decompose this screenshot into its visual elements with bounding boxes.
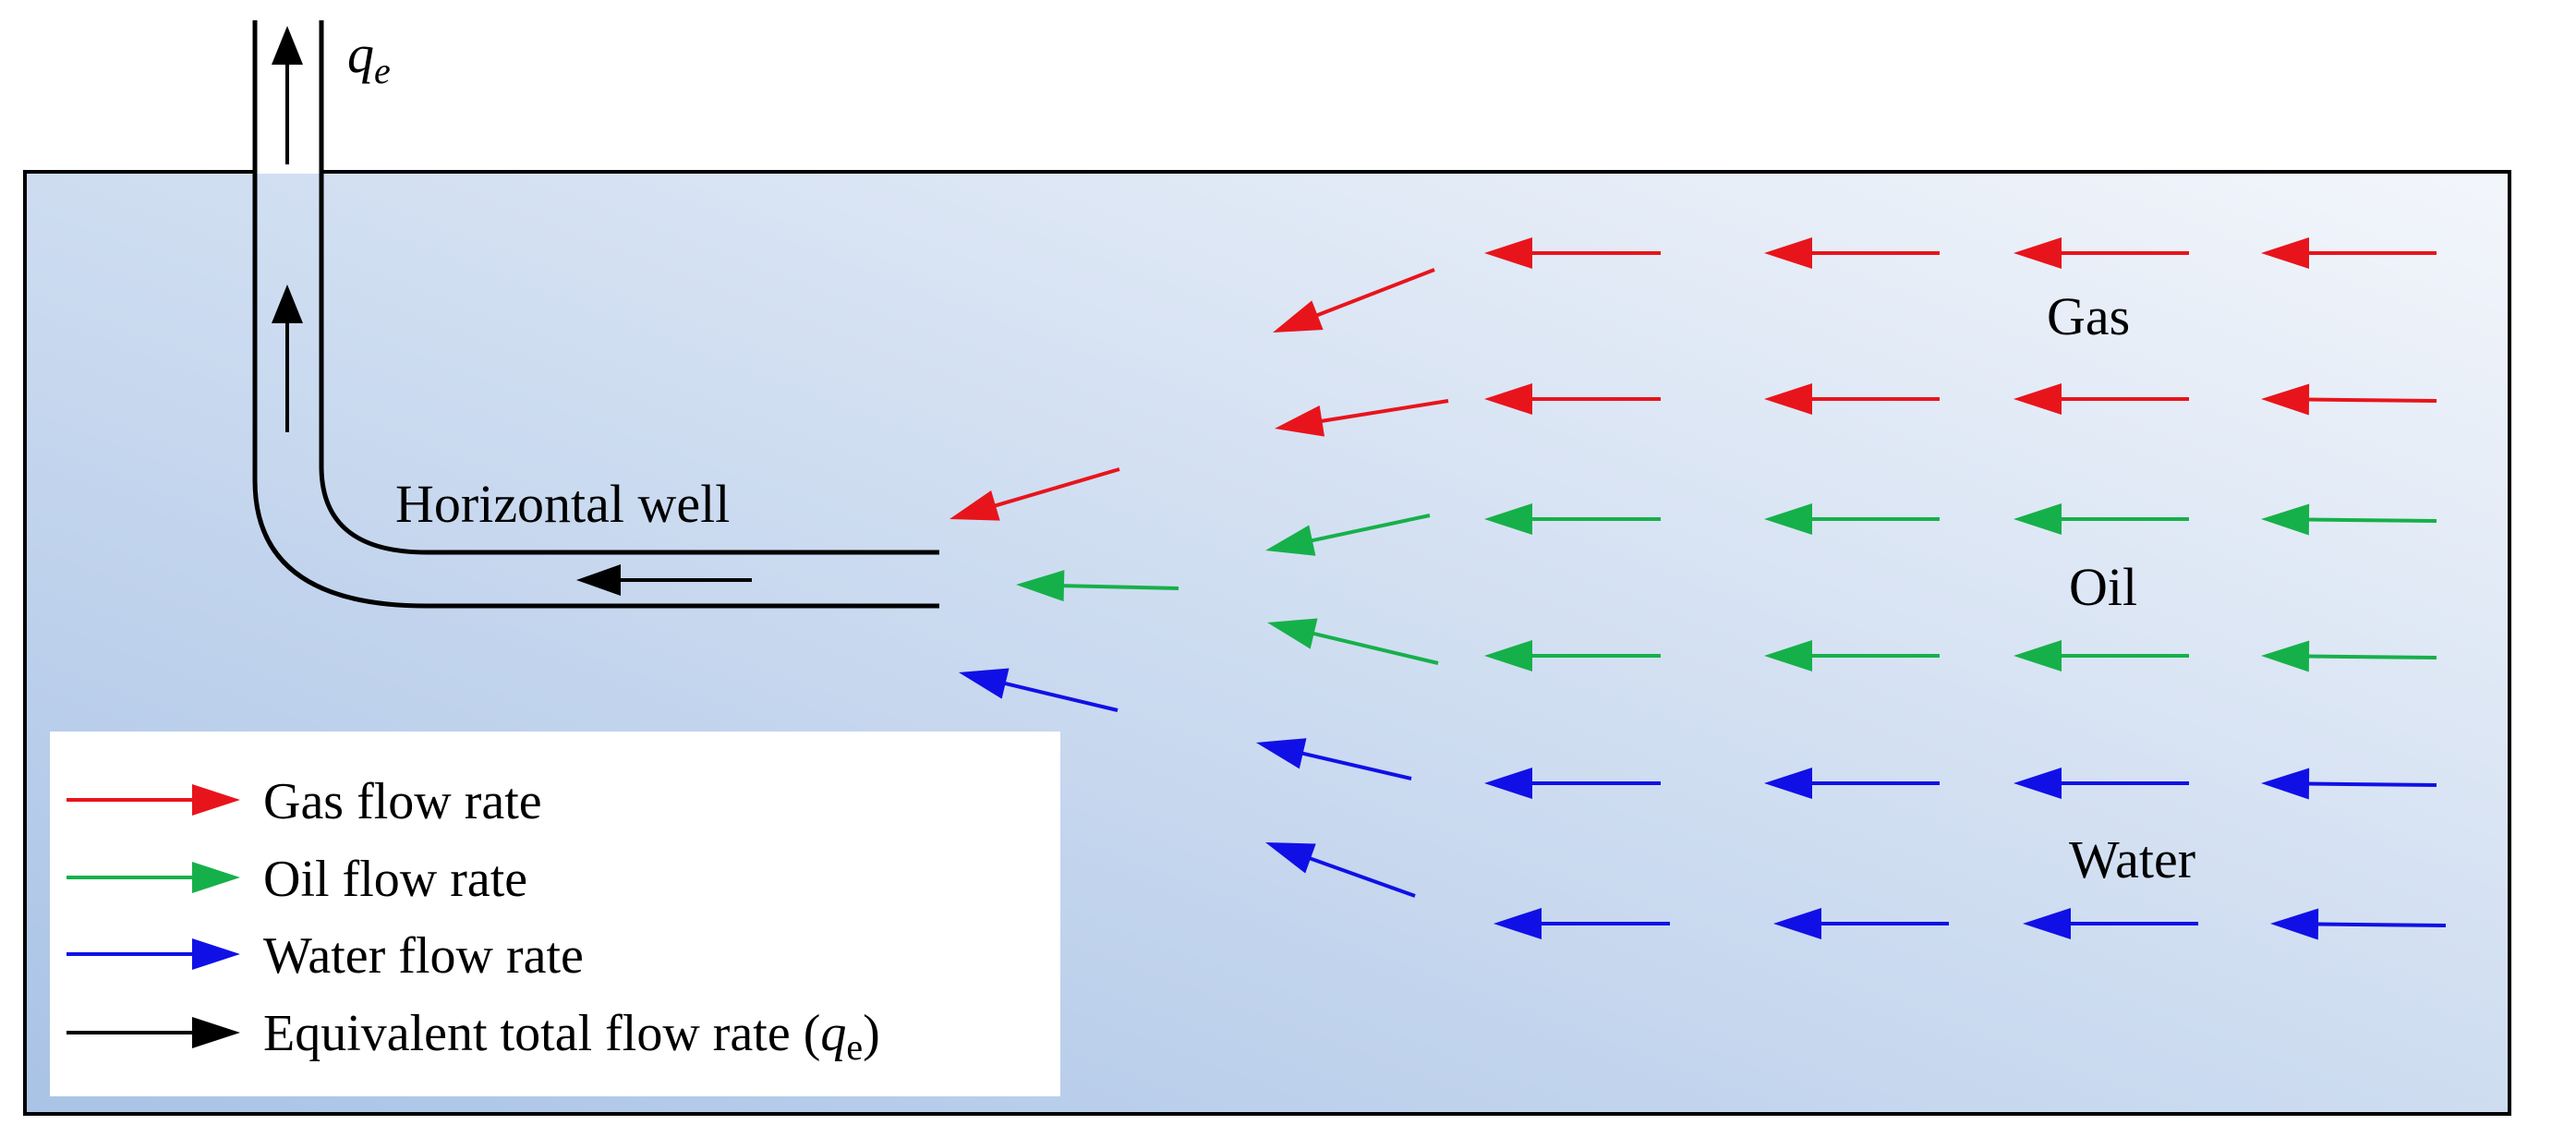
water-flow-arrow (1494, 908, 1670, 939)
oil-flow-arrow (1484, 503, 1661, 535)
horizontal-well-label: Horizontal well (395, 474, 730, 534)
well-outer-wall (252, 20, 939, 609)
oil-flow-arrow (1764, 640, 1940, 671)
water-flow-arrow (2023, 908, 2198, 939)
gas-flow-arrow (949, 467, 1120, 521)
legend-gas-arrow (67, 784, 240, 816)
water-flow-arrow (2261, 768, 2437, 800)
gas-flow-arrow (1273, 268, 1435, 333)
gas-flow-arrow (2014, 383, 2189, 415)
gas-flow-arrow (1484, 383, 1661, 415)
water-flow-arrow (2014, 768, 2189, 799)
total-flow-arrow-vertical (272, 284, 303, 432)
legend-label-total: Equivalent total flow rate (qe) (263, 1005, 880, 1068)
total-flow-arrow-horizontal (576, 564, 752, 596)
water-flow-arrow (1773, 908, 1949, 939)
phase-flow-arrows (949, 237, 2447, 940)
water-flow-arrow (959, 668, 1119, 712)
water-flow-arrow (1256, 738, 1412, 780)
gas-flow-arrow (2261, 237, 2437, 269)
gas-flow-arrow (1484, 237, 1661, 269)
water-zone-label: Water (2069, 829, 2195, 889)
legend-total-arrow (67, 1017, 240, 1048)
oil-flow-arrow (2014, 503, 2189, 535)
oil-flow-arrow (2261, 640, 2437, 672)
water-flow-arrow (1484, 768, 1661, 799)
oil-flow-arrow (2261, 503, 2437, 536)
legend-water-arrow (67, 938, 240, 970)
water-flow-arrow (1764, 768, 1940, 799)
oil-zone-label: Oil (2069, 557, 2137, 617)
oil-flow-arrow (1016, 570, 1179, 602)
oil-flow-arrow (1265, 514, 1431, 556)
gas-zone-label: Gas (2047, 286, 2130, 346)
gas-flow-arrow (2261, 383, 2437, 416)
legend-label-gas: Gas flow rate (263, 773, 542, 830)
legend: Gas flow rate Oil flow rate Water flow r… (50, 732, 1060, 1096)
oil-flow-arrow (1267, 618, 1439, 665)
oil-flow-arrow (2014, 640, 2189, 671)
gas-flow-arrow (1764, 383, 1940, 415)
water-flow-arrow (2270, 908, 2447, 940)
well-flow-arrows (272, 26, 752, 596)
total-flow-arrow-top (272, 26, 303, 164)
legend-oil-arrow (67, 862, 240, 893)
well-inner-wall (319, 20, 939, 555)
gas-flow-arrow (1764, 237, 1940, 269)
oil-flow-arrow (1484, 640, 1661, 671)
gas-flow-arrow (1275, 399, 1449, 437)
qe-label: qe (347, 24, 391, 91)
legend-label-oil: Oil flow rate (263, 851, 527, 908)
water-flow-arrow (1265, 842, 1416, 898)
gas-flow-arrow (2014, 237, 2189, 269)
legend-label-water: Water flow rate (263, 927, 584, 985)
oil-flow-arrow (1764, 503, 1940, 535)
